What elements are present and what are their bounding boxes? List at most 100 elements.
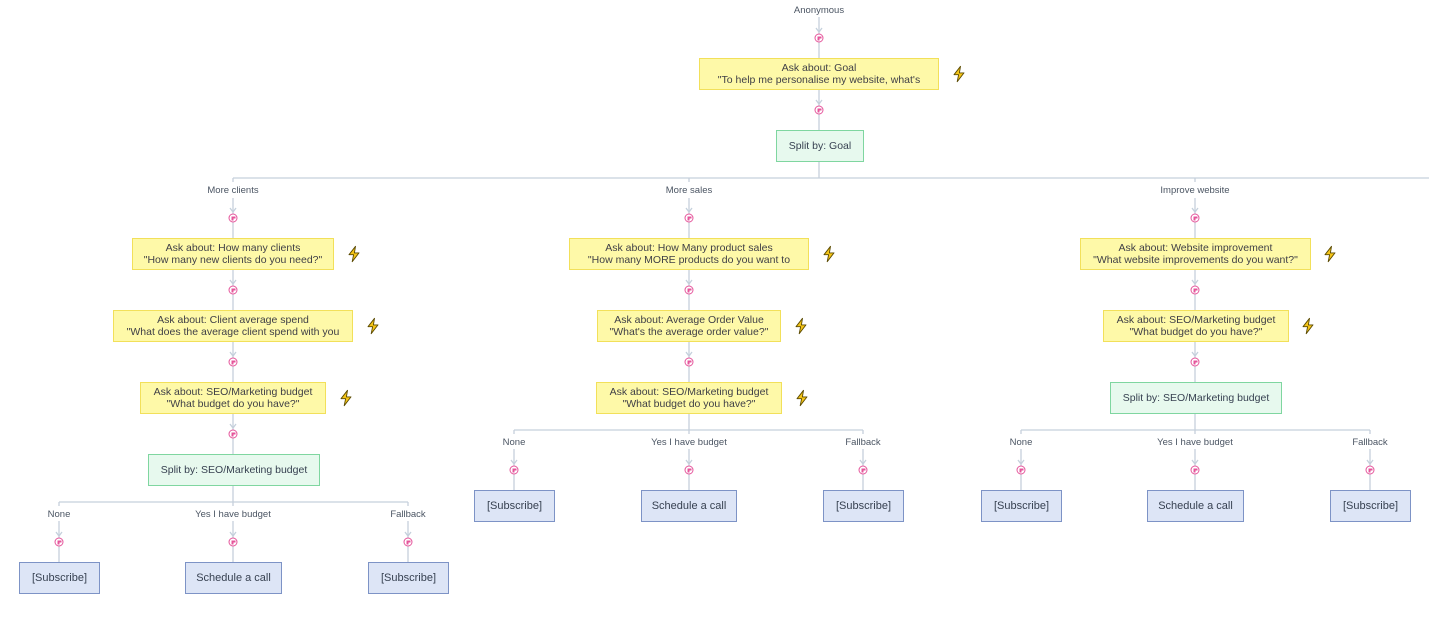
add-step-icon[interactable] xyxy=(858,465,868,475)
arrowhead xyxy=(685,207,693,214)
ask-title: Ask about: Client average spend xyxy=(157,314,309,326)
arrowhead xyxy=(1191,279,1199,286)
ask-average-order-value-node[interactable]: Ask about: Average Order Value "What's t… xyxy=(597,310,781,342)
ask-budget-node[interactable]: Ask about: SEO/Marketing budget "What bu… xyxy=(140,382,326,414)
ask-title: Ask about: How many clients xyxy=(165,242,301,254)
add-step-icon[interactable] xyxy=(228,537,238,547)
arrowhead xyxy=(1366,459,1374,466)
action-label: Schedule a call xyxy=(196,572,271,584)
arrowhead xyxy=(229,351,237,358)
ask-prompt: "What budget do you have?" xyxy=(166,398,300,410)
arrowhead xyxy=(229,207,237,214)
outcome-label-yes-budget: Yes I have budget xyxy=(195,509,271,520)
action-label: [Subscribe] xyxy=(993,500,1050,512)
ask-website-improvement-node[interactable]: Ask about: Website improvement "What web… xyxy=(1080,238,1311,270)
ask-title: Ask about: Average Order Value xyxy=(614,314,764,326)
arrowhead xyxy=(229,279,237,286)
ask-prompt: "What does the average client spend with… xyxy=(126,326,340,338)
add-step-icon[interactable] xyxy=(1016,465,1026,475)
ask-budget-node[interactable]: Ask about: SEO/Marketing budget "What bu… xyxy=(596,382,782,414)
add-step-icon[interactable] xyxy=(1365,465,1375,475)
arrowhead xyxy=(404,531,412,538)
schedule-call-action-node[interactable]: Schedule a call xyxy=(1147,490,1244,522)
arrowhead xyxy=(815,27,823,34)
lightning-bolt-icon[interactable] xyxy=(347,245,361,263)
lightning-bolt-icon[interactable] xyxy=(1301,317,1315,335)
outcome-label-fallback: Fallback xyxy=(390,509,426,520)
ask-prompt: "How many MORE products do you want to xyxy=(587,254,791,266)
ask-how-many-product-sales-node[interactable]: Ask about: How Many product sales "How m… xyxy=(569,238,809,270)
ask-prompt: "What budget do you have?" xyxy=(1129,326,1263,338)
ask-title: Ask about: SEO/Marketing budget xyxy=(153,386,313,398)
ask-title: Ask about: Website improvement xyxy=(1118,242,1273,254)
split-goal-node[interactable]: Split by: Goal xyxy=(776,130,864,162)
ask-goal-node[interactable]: Ask about: Goal "To help me personalise … xyxy=(699,58,939,90)
schedule-call-action-node[interactable]: Schedule a call xyxy=(185,562,282,594)
ask-prompt: "How many new clients do you need?" xyxy=(143,254,323,266)
add-step-icon[interactable] xyxy=(1190,213,1200,223)
split-goal-label: Split by: Goal xyxy=(788,140,852,152)
arrowhead xyxy=(1191,459,1199,466)
ask-title: Ask about: SEO/Marketing budget xyxy=(1116,314,1276,326)
branch-label-more-sales: More sales xyxy=(665,185,713,196)
arrowhead xyxy=(1191,351,1199,358)
action-label: [Subscribe] xyxy=(380,572,437,584)
lightning-bolt-icon[interactable] xyxy=(952,65,966,83)
action-label: [Subscribe] xyxy=(486,500,543,512)
outcome-label-fallback: Fallback xyxy=(845,437,881,448)
ask-how-many-clients-node[interactable]: Ask about: How many clients "How many ne… xyxy=(132,238,334,270)
lightning-bolt-icon[interactable] xyxy=(339,389,353,407)
add-step-icon[interactable] xyxy=(228,213,238,223)
subscribe-action-node[interactable]: [Subscribe] xyxy=(823,490,904,522)
ask-prompt: "What website improvements do you want?" xyxy=(1093,254,1298,266)
add-step-icon[interactable] xyxy=(509,465,519,475)
subscribe-action-node[interactable]: [Subscribe] xyxy=(19,562,100,594)
subscribe-action-node[interactable]: [Subscribe] xyxy=(1330,490,1411,522)
arrowhead xyxy=(1191,207,1199,214)
add-step-icon[interactable] xyxy=(228,357,238,367)
add-step-icon[interactable] xyxy=(403,537,413,547)
ask-goal-prompt: "To help me personalise my website, what… xyxy=(717,74,921,86)
add-step-icon[interactable] xyxy=(814,105,824,115)
add-step-icon[interactable] xyxy=(684,285,694,295)
add-step-icon[interactable] xyxy=(228,429,238,439)
split-label: Split by: SEO/Marketing budget xyxy=(1122,392,1270,404)
action-label: [Subscribe] xyxy=(31,572,88,584)
add-step-icon[interactable] xyxy=(814,33,824,43)
lightning-bolt-icon[interactable] xyxy=(822,245,836,263)
outcome-label-none: None xyxy=(47,509,71,520)
lightning-bolt-icon[interactable] xyxy=(366,317,380,335)
ask-goal-title: Ask about: Goal xyxy=(781,62,857,74)
schedule-call-action-node[interactable]: Schedule a call xyxy=(641,490,737,522)
arrowhead xyxy=(685,279,693,286)
subscribe-action-node[interactable]: [Subscribe] xyxy=(474,490,555,522)
ask-client-average-spend-node[interactable]: Ask about: Client average spend "What do… xyxy=(113,310,353,342)
split-budget-node[interactable]: Split by: SEO/Marketing budget xyxy=(148,454,320,486)
outcome-label-fallback: Fallback xyxy=(1352,437,1388,448)
arrowhead xyxy=(815,99,823,106)
add-step-icon[interactable] xyxy=(684,357,694,367)
lightning-bolt-icon[interactable] xyxy=(1323,245,1337,263)
add-step-icon[interactable] xyxy=(1190,285,1200,295)
ask-budget-node[interactable]: Ask about: SEO/Marketing budget "What bu… xyxy=(1103,310,1289,342)
add-step-icon[interactable] xyxy=(54,537,64,547)
subscribe-action-node[interactable]: [Subscribe] xyxy=(368,562,449,594)
lightning-bolt-icon[interactable] xyxy=(794,317,808,335)
add-step-icon[interactable] xyxy=(684,213,694,223)
arrowhead xyxy=(685,459,693,466)
lightning-bolt-icon[interactable] xyxy=(795,389,809,407)
ask-prompt: "What budget do you have?" xyxy=(622,398,756,410)
add-step-icon[interactable] xyxy=(684,465,694,475)
add-step-icon[interactable] xyxy=(1190,465,1200,475)
arrowhead xyxy=(685,351,693,358)
add-step-icon[interactable] xyxy=(1190,357,1200,367)
subscribe-action-node[interactable]: [Subscribe] xyxy=(981,490,1062,522)
add-step-icon[interactable] xyxy=(228,285,238,295)
action-label: Schedule a call xyxy=(1158,500,1233,512)
split-budget-node[interactable]: Split by: SEO/Marketing budget xyxy=(1110,382,1282,414)
outcome-label-yes-budget: Yes I have budget xyxy=(1157,437,1233,448)
arrowhead xyxy=(1017,459,1025,466)
branch-label-improve-website: Improve website xyxy=(1160,185,1230,196)
